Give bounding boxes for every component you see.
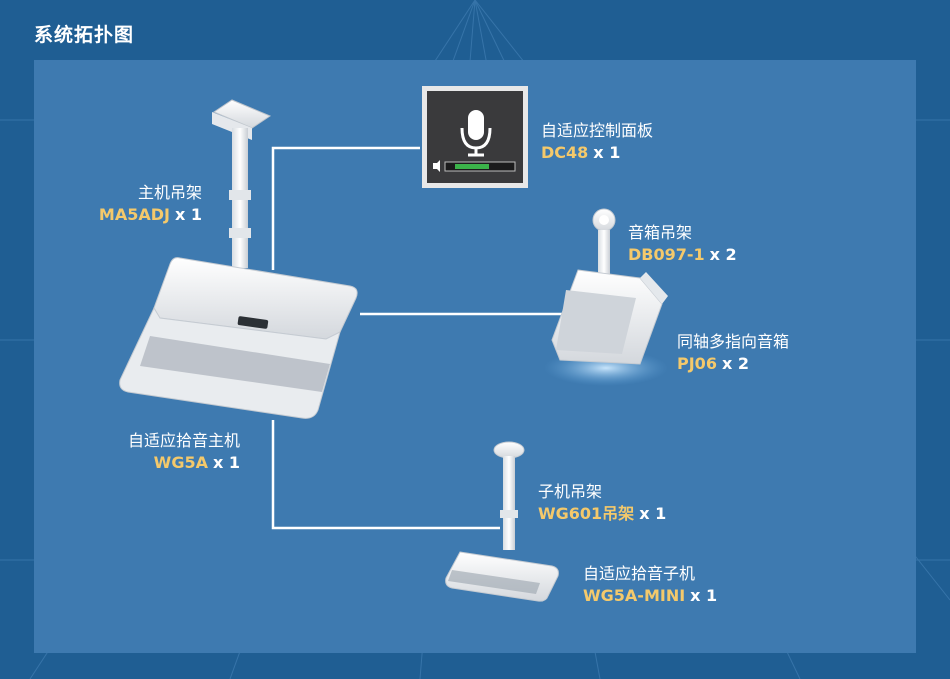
host-mount-image: [212, 99, 272, 268]
control-panel-image: [422, 86, 528, 188]
device-qty: x 1: [639, 504, 667, 523]
speaker-mount-image: [592, 208, 616, 278]
device-model: PJ06: [677, 354, 717, 373]
sub-device-image: [445, 551, 559, 602]
device-name: 音箱吊架: [628, 223, 693, 242]
device-name: 主机吊架: [137, 183, 202, 202]
sub-mount-image: [493, 441, 525, 550]
device-name: 自适应拾音主机: [127, 431, 240, 450]
device-qty: x 1: [212, 453, 240, 472]
device-qty: x 2: [721, 354, 749, 373]
device-name: 自适应拾音子机: [583, 564, 696, 583]
link-host-to-sub: [271, 420, 500, 530]
connection-lines: [271, 146, 563, 530]
speaker-image: [544, 269, 668, 386]
microphone-icon: [468, 110, 484, 140]
link-host-to-panel: [271, 146, 420, 270]
device-name: 同轴多指向音箱: [677, 332, 790, 351]
device-model: WG5A-MINI: [583, 586, 686, 605]
device-model: MA5ADJ: [98, 205, 170, 224]
device-model: DC48: [541, 143, 589, 162]
device-qty: x 1: [174, 205, 202, 224]
device-model: DB097-1: [628, 245, 705, 264]
device-name: 子机吊架: [538, 482, 603, 501]
device-model: WG601吊架: [538, 504, 635, 523]
device-qty: x 1: [690, 586, 718, 605]
device-model: WG5A: [153, 453, 208, 472]
page-title: 系统拓扑图: [34, 24, 135, 46]
device-qty: x 2: [709, 245, 737, 264]
device-name: 自适应控制面板: [541, 121, 654, 140]
host-device-image: [119, 257, 358, 419]
device-qty: x 1: [593, 143, 621, 162]
